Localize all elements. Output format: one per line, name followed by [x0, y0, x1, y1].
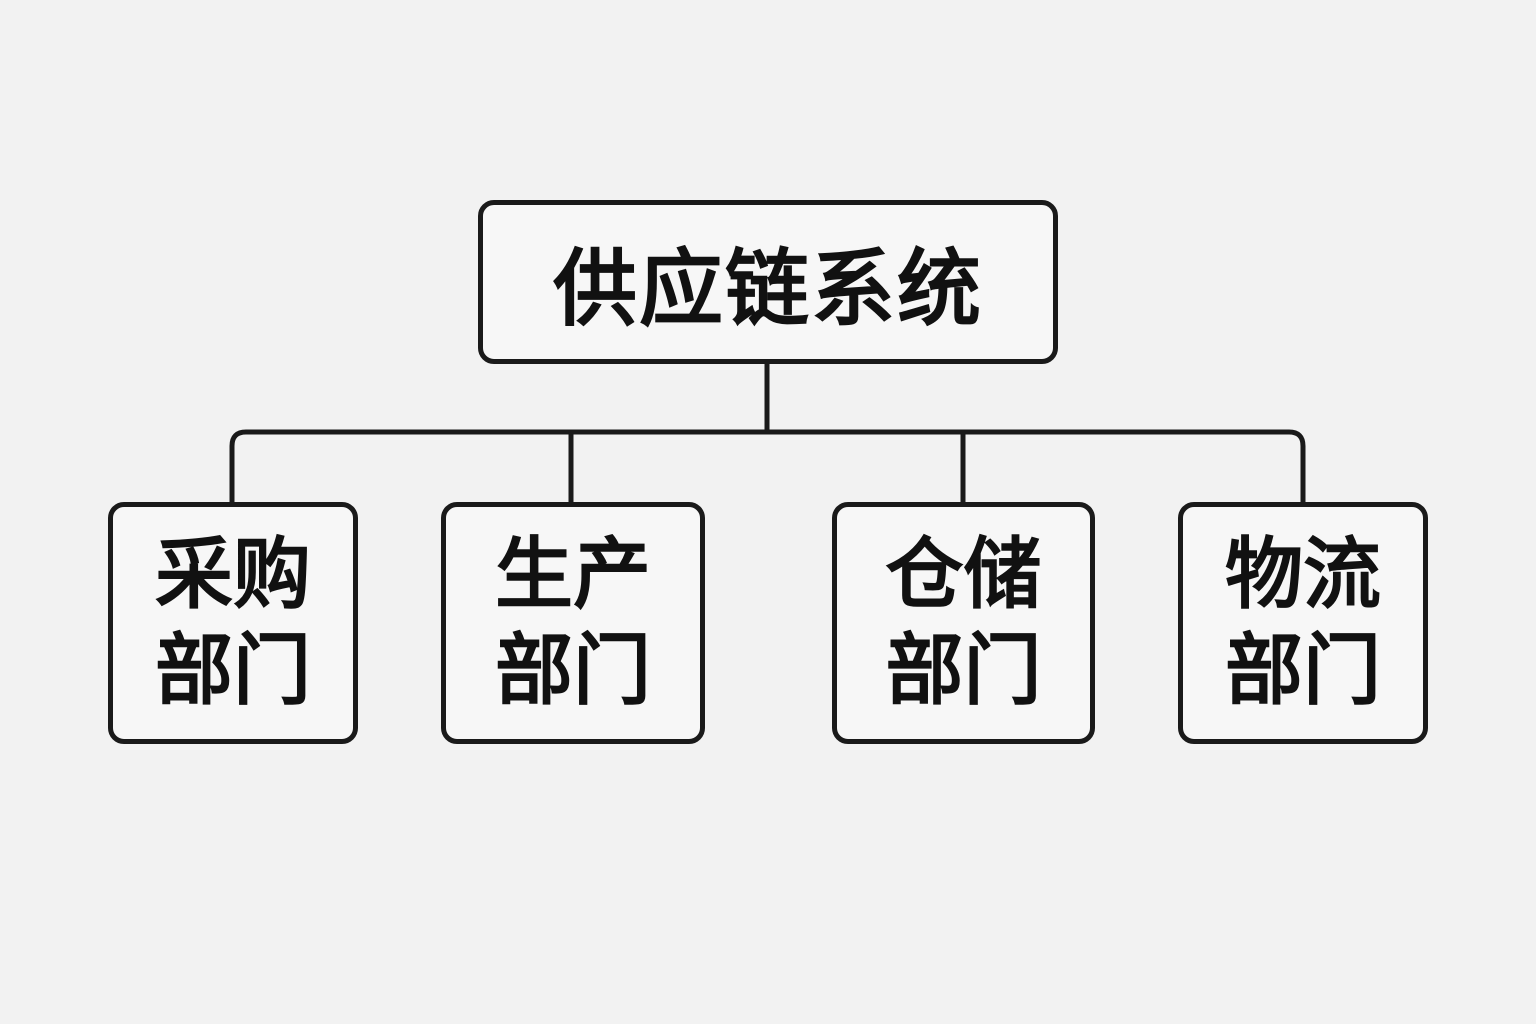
node-label-line1: 仓储 — [885, 530, 1042, 620]
node-label-line2: 部门 — [885, 626, 1042, 716]
node-label-line2: 部门 — [494, 626, 651, 716]
root-node-label: 供应链系统 — [552, 239, 983, 338]
node-purchasing-department: 采购 部门 — [108, 502, 358, 744]
node-warehouse-department: 仓储 部门 — [832, 502, 1095, 744]
horizontal-bus — [229, 429, 1306, 505]
node-label-line1: 生产 — [494, 530, 651, 620]
node-label-line1: 采购 — [154, 530, 311, 620]
node-production-department: 生产 部门 — [441, 502, 705, 744]
node-label-line1: 物流 — [1224, 530, 1381, 620]
root-node-supply-chain-system: 供应链系统 — [478, 200, 1058, 364]
node-label-line2: 部门 — [1224, 626, 1381, 716]
node-label-line2: 部门 — [154, 626, 311, 716]
node-logistics-department: 物流 部门 — [1178, 502, 1428, 744]
